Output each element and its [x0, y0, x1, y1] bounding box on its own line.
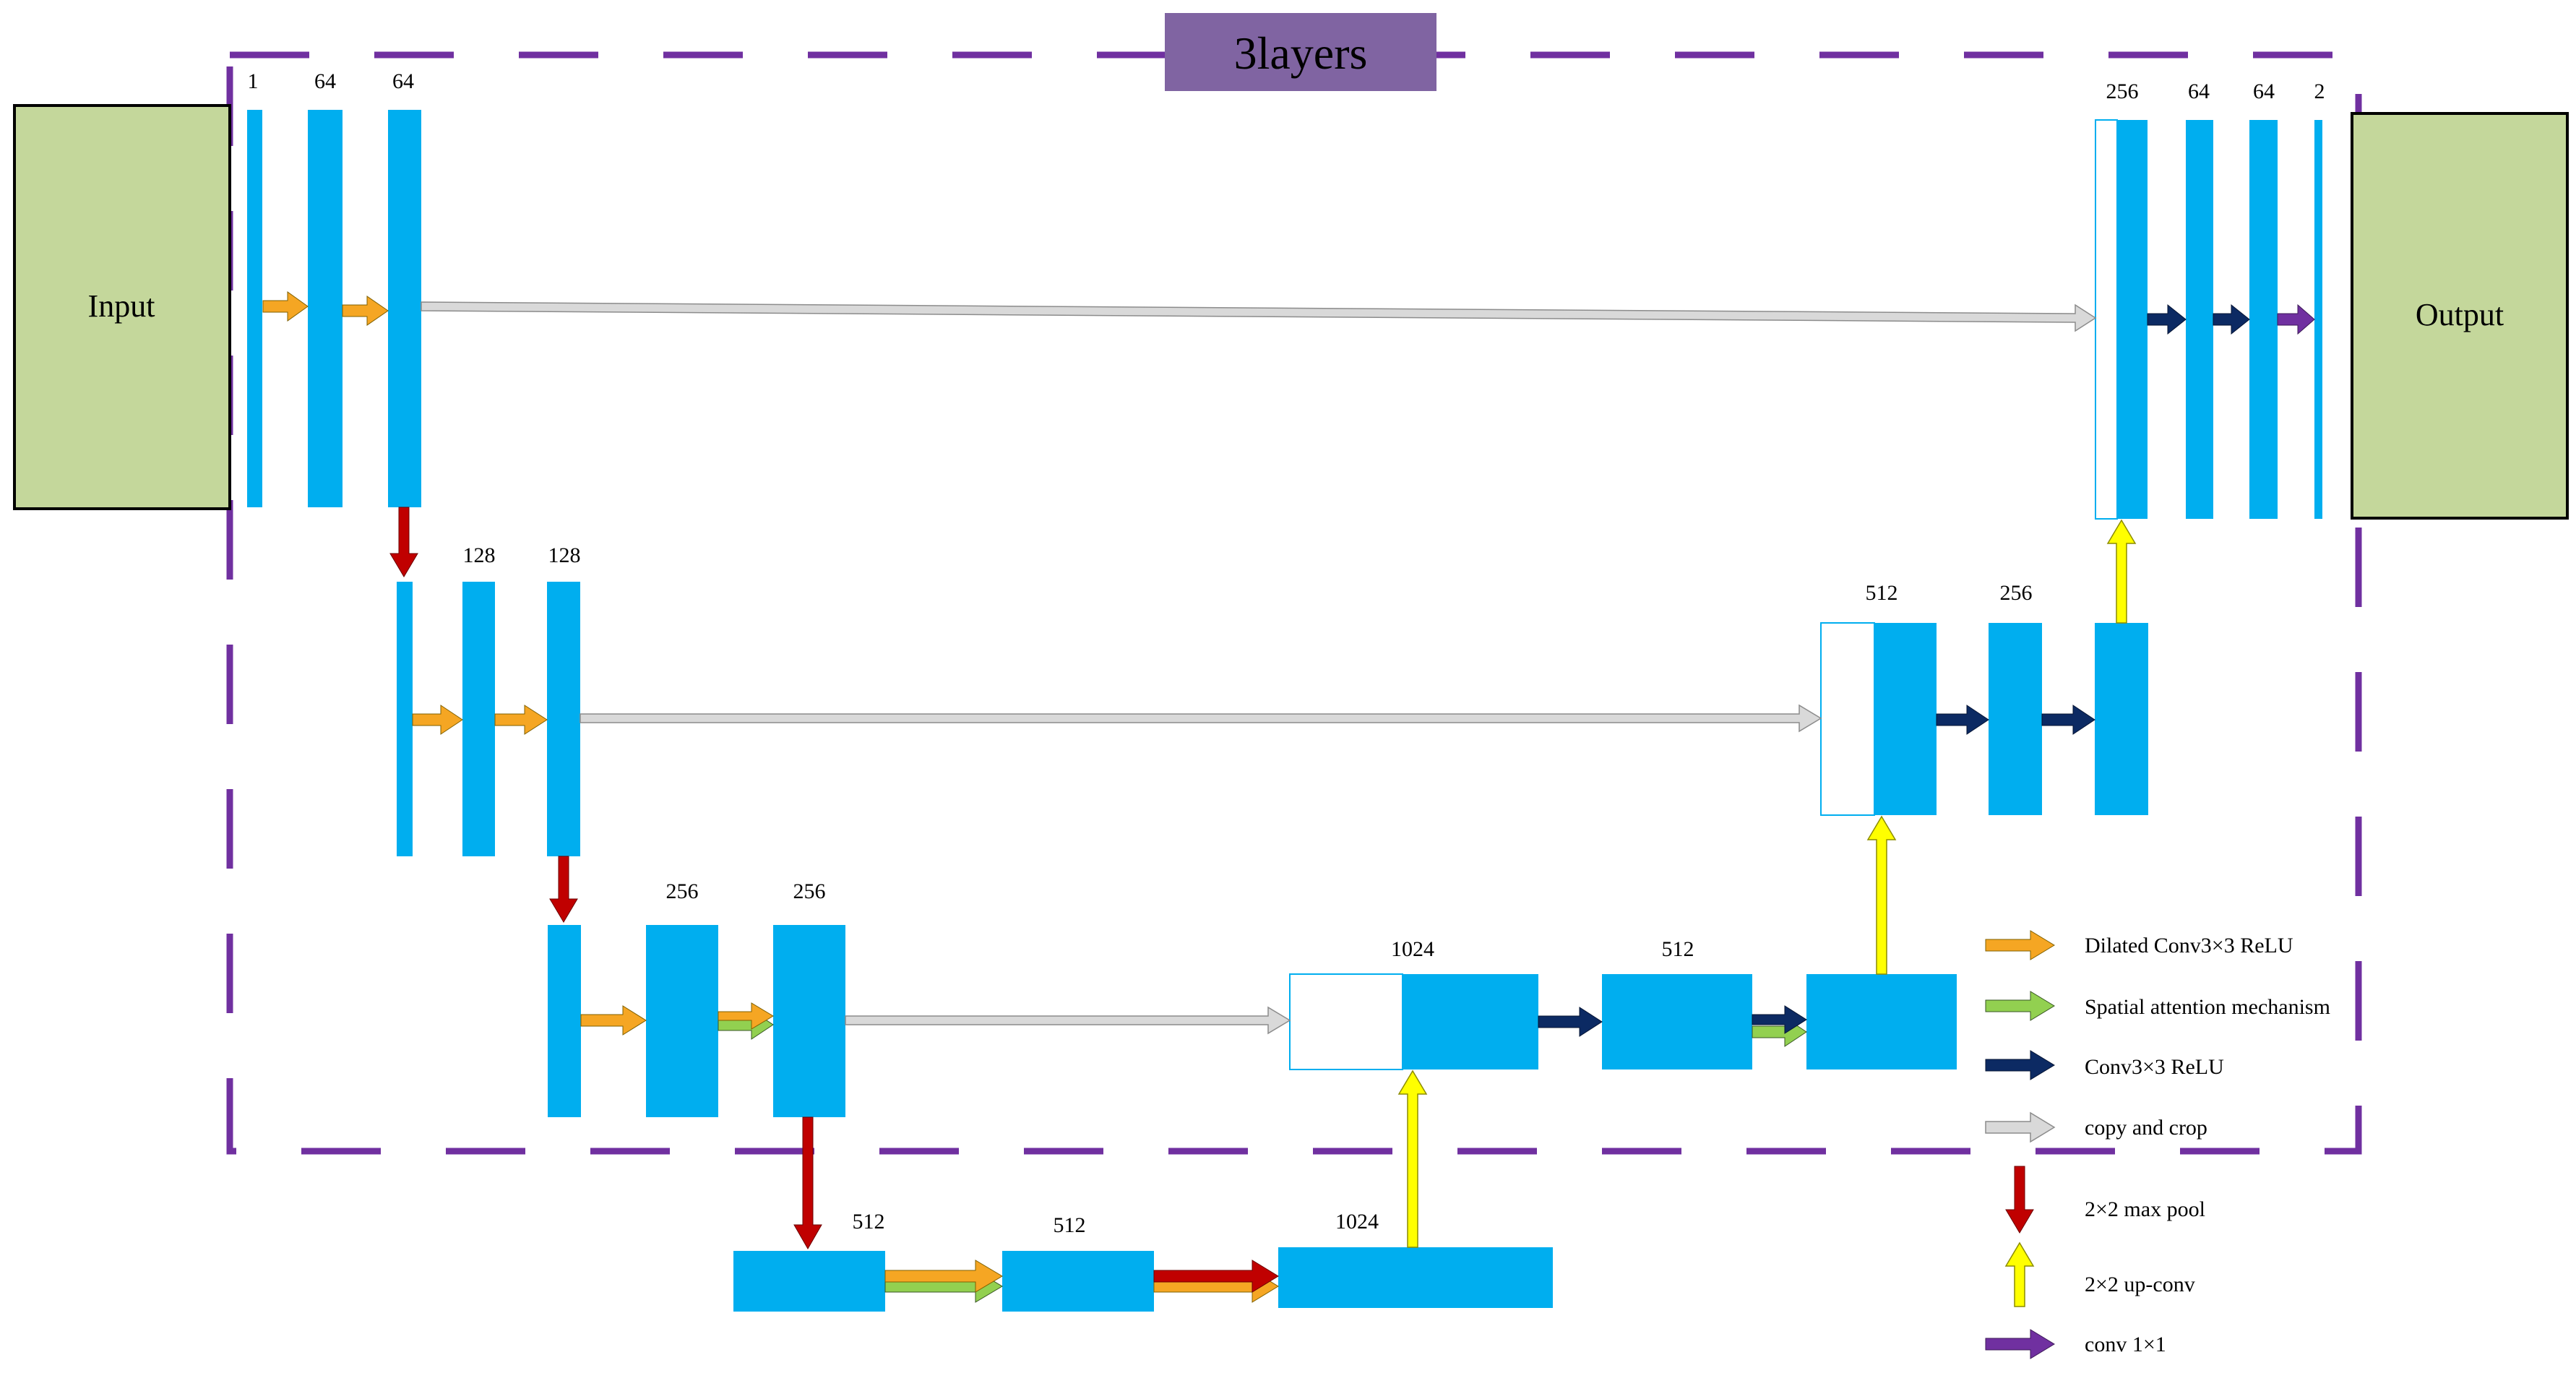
output-label: Output: [2416, 297, 2504, 332]
copy-crop-arrow-l2: [580, 704, 1822, 733]
u3-conv2-block: [1806, 974, 1957, 1069]
legend-conv1x1-swatch: [1985, 1329, 2055, 1359]
l1-conv1-block: [308, 110, 343, 507]
l4-conv1-channels: 512: [1054, 1213, 1086, 1237]
u2-conv1-block: [1989, 623, 2042, 815]
l3-conv1-channels: 256: [666, 879, 699, 903]
l2-conv2-block: [547, 582, 580, 856]
u2-up-block: [1874, 623, 1937, 815]
conv-relu-arrow: [1538, 1007, 1603, 1037]
u2-skip-block: [1820, 622, 1875, 816]
l4-pool-channels: 512: [853, 1210, 885, 1234]
legend-copy-crop-swatch: [1985, 1111, 2056, 1143]
u1-out-block: [2314, 120, 2322, 519]
conv-relu-arrow: [2147, 304, 2187, 335]
legend-dilated-conv-swatch: [1985, 930, 2055, 960]
l4-conv2-channels: 1024: [1335, 1210, 1379, 1234]
u2-conv2-block: [2095, 623, 2148, 815]
conv-relu-attention-arrow: [1752, 1005, 1807, 1047]
legend-dilated-conv-label: Dilated Conv3×3 ReLU: [2085, 934, 2293, 957]
u1-conv1-block: [2186, 120, 2213, 519]
copy-crop-arrow-l1: [421, 301, 2097, 332]
u1-conv1-channels: 64: [2188, 79, 2210, 103]
dilated-conv-arrow: [580, 1005, 647, 1036]
legend-copy-crop-label: copy and crop: [2085, 1116, 2207, 1140]
legend-spatial-attention-label: Spatial attention mechanism: [2085, 995, 2330, 1019]
l4-conv2-block: [1278, 1247, 1553, 1308]
l4-pool-block: [733, 1251, 885, 1312]
legend-spatial-attention-swatch: [1985, 991, 2055, 1021]
max-pool-arrow: [793, 1116, 822, 1250]
l4-conv1-block: [1002, 1251, 1154, 1312]
conv-relu-arrow: [1936, 705, 1989, 735]
up-conv-arrow: [1866, 815, 1897, 975]
legend-conv-relu-label: Conv3×3 ReLU: [2085, 1055, 2224, 1079]
u2-conv1-channels: 256: [2000, 581, 2033, 605]
u1-conv2-channels: 64: [2253, 79, 2275, 103]
dilated-conv-attention-arrow: [718, 1002, 774, 1040]
input-box: [13, 104, 231, 510]
l2-conv1-channels: 128: [463, 543, 496, 567]
legend-up-conv-swatch: [2004, 1241, 2035, 1307]
u3-skip-block: [1289, 973, 1403, 1070]
l3-conv2-block: [773, 925, 845, 1117]
dilated-conv-arrow: [494, 705, 548, 735]
legend: Dilated Conv3×3 ReLU Spatial attention m…: [1985, 930, 2330, 1359]
title-box: [1165, 13, 1436, 91]
l1-conv2-channels: 64: [392, 69, 414, 93]
dilated-conv-arrow: [342, 296, 389, 326]
l3-conv2-channels: 256: [793, 879, 826, 903]
l1-in-block: [247, 110, 262, 507]
u1-conv2-block: [2249, 120, 2278, 519]
dilated-conv-arrow: [412, 705, 463, 735]
u3-conv1-channels: 512: [1662, 937, 1694, 961]
l1-conv1-channels: 64: [314, 69, 336, 93]
u3-up-block: [1403, 974, 1538, 1069]
legend-conv1x1-label: conv 1×1: [2085, 1333, 2166, 1356]
u3-up-channels: 1024: [1391, 937, 1434, 961]
up-conv-arrow: [1397, 1069, 1428, 1248]
input-label: Input: [88, 288, 155, 324]
conv1x1-arrow: [2277, 304, 2315, 335]
conv-relu-arrow: [2041, 705, 2095, 735]
l1-in-channels: 1: [248, 69, 259, 93]
max-pool-arrow: [549, 856, 578, 923]
copy-crop-arrow-l3: [845, 1006, 1291, 1035]
title-text: 3layers: [1234, 27, 1368, 79]
l3-conv1-block: [646, 925, 718, 1117]
dilated-conv-attention-arrow: [884, 1260, 1003, 1303]
max-pool-arrow: [389, 507, 418, 577]
u1-out-channels: 2: [2314, 79, 2325, 103]
up-conv-arrow: [2106, 519, 2137, 624]
conv-relu-arrow: [2213, 304, 2250, 335]
dilated-conv-pool-arrow: [1153, 1260, 1279, 1303]
l1-conv2-block: [388, 110, 421, 507]
u3-conv1-block: [1602, 974, 1752, 1069]
l2-conv2-channels: 128: [548, 543, 581, 567]
u1-skip-block: [2095, 119, 2118, 520]
output-box: [2351, 112, 2569, 520]
u1-up-block: [2117, 120, 2148, 519]
l3-pool-block: [548, 925, 581, 1117]
legend-max-pool-label: 2×2 max pool: [2085, 1197, 2205, 1221]
legend-conv-relu-swatch: [1985, 1050, 2055, 1080]
legend-max-pool-swatch: [2005, 1166, 2034, 1234]
u1-up-channels: 256: [2106, 79, 2139, 103]
legend-up-conv-label: 2×2 up-conv: [2085, 1273, 2195, 1296]
l2-pool-block: [397, 582, 413, 856]
dilated-conv-arrow: [262, 291, 309, 322]
l2-conv1-block: [462, 582, 495, 856]
u2-up-channels: 512: [1866, 581, 1898, 605]
